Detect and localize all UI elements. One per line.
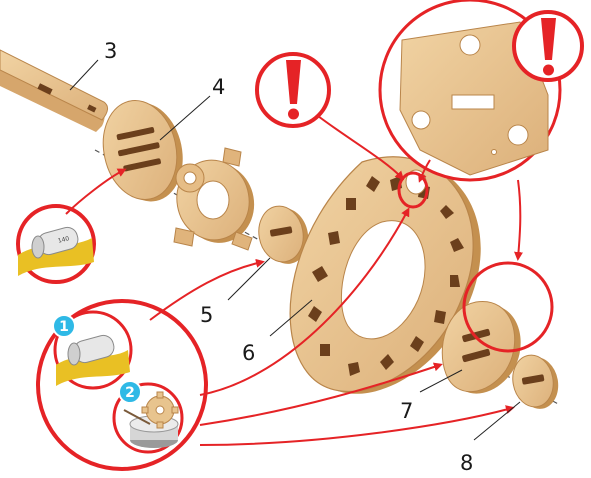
svg-text:2: 2 [125,385,135,401]
cam-hub-piece [171,148,261,250]
glue-tube-bubble: 140 [18,206,94,282]
detail-circle-plate [380,0,582,180]
label-part-6: 6 [242,341,255,365]
label-part-4: 4 [212,75,225,99]
part-7-cam-disc [442,301,520,393]
arrow-plate-to-part-7 [518,180,520,258]
warning-exclamation-icon [514,12,582,80]
lubrication-steps-bubble: 1 2 [38,301,206,469]
label-part-7: 7 [400,399,413,423]
label-part-5: 5 [200,303,213,327]
part-3-stick [0,50,108,132]
label-part-8: 8 [460,451,473,475]
warning-exclamation-icon [257,54,329,126]
label-part-3: 3 [104,39,117,63]
arrow-to-part-8 [200,408,512,445]
step-2-badge: 2 [119,381,141,403]
svg-text:1: 1 [59,319,69,335]
step-1-badge: 1 [53,315,75,337]
